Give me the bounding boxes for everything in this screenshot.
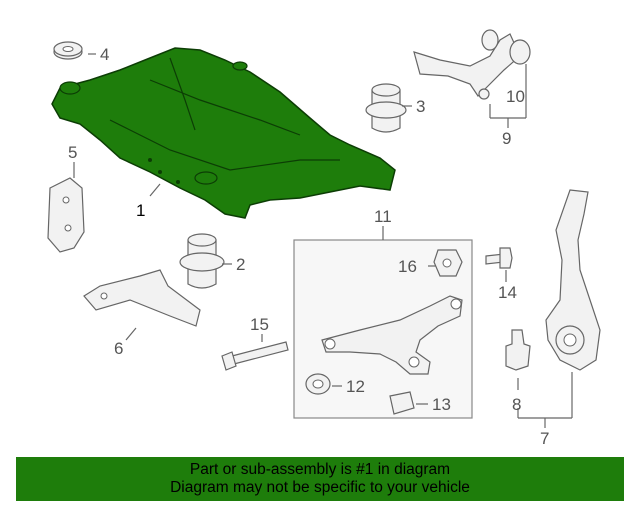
callout-1: 1 — [136, 201, 145, 220]
callout-11: 11 — [374, 207, 392, 226]
disclaimer-banner: Part or sub-assembly is #1 in diagram Di… — [16, 457, 624, 501]
bushing-part-3[interactable] — [365, 83, 407, 133]
upper-control-arm-part-9[interactable] — [413, 29, 531, 100]
banner-line-2: Diagram may not be specific to your vehi… — [170, 479, 470, 496]
bracket-part-5[interactable] — [47, 177, 85, 253]
callout-10: 10 — [506, 87, 525, 106]
callout-14: 14 — [498, 283, 517, 302]
banner-line-1: Part or sub-assembly is #1 in diagram — [189, 461, 451, 478]
callout-13: 13 — [432, 395, 451, 414]
ball-joint-part-8[interactable] — [505, 329, 531, 371]
callout-7: 7 — [540, 429, 549, 448]
washer-part-4[interactable] — [53, 41, 83, 60]
bolt-part-15[interactable] — [221, 341, 289, 371]
bushing-part-2[interactable] — [179, 233, 225, 289]
callout-2: 2 — [236, 255, 245, 274]
callout-16: 16 — [398, 257, 417, 276]
callout-5: 5 — [68, 143, 77, 162]
subframe-part-1[interactable] — [51, 47, 396, 219]
leader-lines — [73, 53, 573, 428]
callout-4: 4 — [100, 45, 109, 64]
callout-9: 9 — [502, 129, 511, 148]
lower-arm-group-11 — [293, 239, 473, 419]
callout-12: 12 — [346, 377, 365, 396]
steering-knuckle-part-7[interactable] — [545, 189, 601, 371]
callout-6: 6 — [114, 339, 123, 358]
parts-diagram: 1 2 3 4 5 6 7 8 9 10 11 12 13 14 15 16 — [47, 29, 601, 448]
brace-part-6[interactable] — [83, 269, 201, 327]
callout-8: 8 — [512, 395, 521, 414]
bolt-part-14[interactable] — [485, 247, 513, 269]
callout-15: 15 — [250, 315, 269, 334]
callout-3: 3 — [416, 97, 425, 116]
